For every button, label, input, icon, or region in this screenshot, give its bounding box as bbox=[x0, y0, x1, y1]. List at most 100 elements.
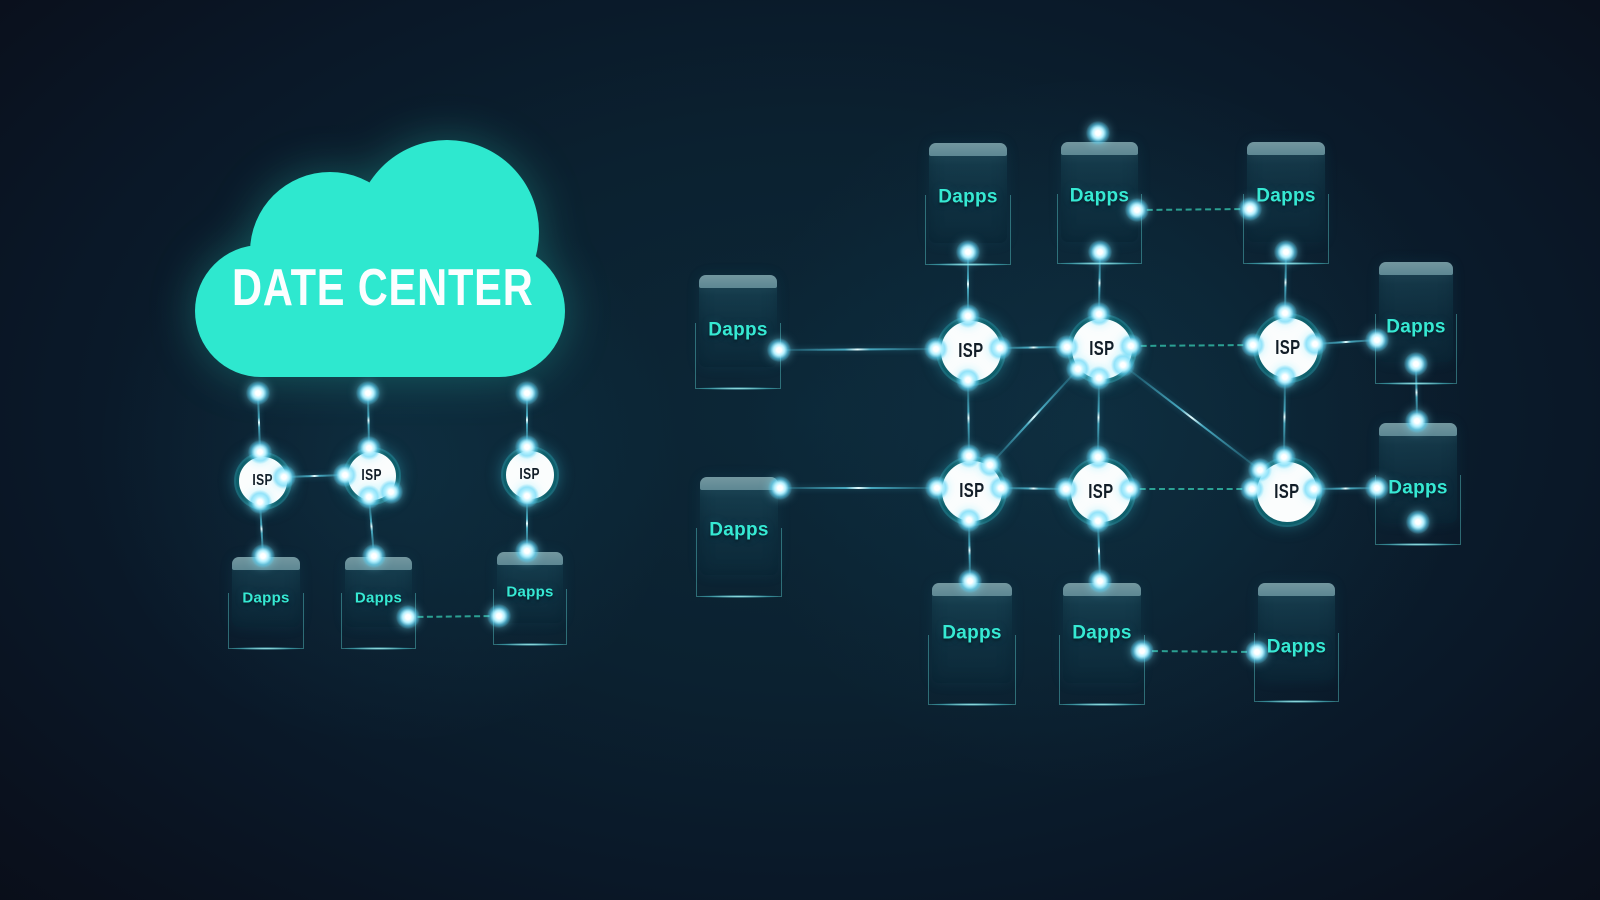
dapps-server-body bbox=[700, 477, 778, 575]
data-center-cloud: DATE CENTER bbox=[195, 140, 565, 377]
glow-dot bbox=[925, 476, 949, 500]
glow-dot bbox=[978, 453, 1002, 477]
glow-dot bbox=[1273, 365, 1297, 389]
glow-dot bbox=[1055, 335, 1079, 359]
isp-label: ISP bbox=[1089, 338, 1115, 360]
dapps-label: Dapps bbox=[942, 622, 1002, 644]
glow-dot bbox=[1086, 445, 1110, 469]
dapps-server-topbar bbox=[1247, 142, 1325, 155]
connection-line bbox=[780, 487, 937, 489]
isp-label: ISP bbox=[252, 472, 274, 489]
glow-dot bbox=[767, 338, 791, 362]
dapps-label: Dapps bbox=[1386, 316, 1446, 338]
glow-dot bbox=[1066, 357, 1090, 381]
dapps-label: Dapps bbox=[1388, 477, 1448, 499]
glow-dot bbox=[487, 604, 511, 628]
dapps-server-body bbox=[1063, 583, 1141, 683]
glow-dot bbox=[251, 544, 275, 568]
dapps-server: Dapps bbox=[928, 583, 1016, 706]
dapps-server-body bbox=[1247, 142, 1325, 242]
glow-dot bbox=[515, 539, 539, 563]
glow-dot bbox=[958, 569, 982, 593]
dapps-server: Dapps bbox=[1057, 142, 1142, 265]
glow-dot bbox=[362, 544, 386, 568]
connection-line bbox=[1122, 364, 1261, 471]
glow-dot bbox=[957, 444, 981, 468]
glow-dot bbox=[1086, 509, 1110, 533]
dapps-server: Dapps bbox=[1375, 262, 1457, 385]
dapps-server-body bbox=[1061, 142, 1138, 242]
glow-dot bbox=[357, 436, 381, 460]
dapps-server: Dapps bbox=[1375, 423, 1461, 546]
glow-dot bbox=[1303, 332, 1327, 356]
dapps-label: Dapps bbox=[1266, 636, 1327, 658]
glow-dot bbox=[1087, 366, 1111, 390]
dashed-connection-line bbox=[1141, 650, 1258, 653]
glow-dot bbox=[1245, 640, 1269, 664]
glow-dot bbox=[515, 435, 539, 459]
dapps-label: Dapps bbox=[1069, 185, 1130, 207]
glow-dot bbox=[333, 463, 357, 487]
glow-dot bbox=[1241, 333, 1265, 357]
dapps-label: Dapps bbox=[938, 186, 998, 208]
dapps-server-outline bbox=[925, 195, 1011, 266]
dashed-connection-line bbox=[1136, 208, 1251, 211]
dapps-server-topbar bbox=[699, 275, 777, 288]
dapps-server-outline bbox=[928, 635, 1016, 706]
isp-label: ISP bbox=[519, 466, 541, 483]
dapps-server-body bbox=[699, 275, 777, 367]
dapps-server: Dapps bbox=[1254, 583, 1339, 703]
glow-dot bbox=[956, 240, 980, 264]
glow-dot bbox=[1273, 301, 1297, 325]
glow-dot bbox=[988, 336, 1012, 360]
glow-dot bbox=[396, 605, 420, 629]
dapps-label: Dapps bbox=[709, 519, 769, 541]
glow-dot bbox=[957, 508, 981, 532]
glow-dot bbox=[1118, 477, 1142, 501]
glow-dot bbox=[1302, 477, 1326, 501]
dapps-server-body bbox=[1258, 583, 1335, 680]
glow-dot bbox=[1130, 639, 1154, 663]
isp-label: ISP bbox=[1274, 481, 1300, 503]
data-center-label: DATE CENTER bbox=[232, 259, 534, 317]
glow-dot bbox=[357, 485, 381, 509]
dapps-server-outline bbox=[1059, 635, 1145, 706]
dapps-server: Dapps bbox=[1243, 142, 1329, 265]
glow-dot bbox=[248, 440, 272, 464]
dapps-server-topbar bbox=[700, 477, 778, 490]
glow-dot bbox=[1248, 458, 1272, 482]
glow-dot bbox=[1405, 409, 1429, 433]
isp-label: ISP bbox=[1275, 337, 1301, 359]
dapps-label: Dapps bbox=[506, 583, 554, 601]
glow-dot bbox=[956, 304, 980, 328]
glow-dot bbox=[768, 476, 792, 500]
glow-dot bbox=[1087, 302, 1111, 326]
dapps-label: Dapps bbox=[1072, 622, 1132, 644]
isp-label: ISP bbox=[958, 340, 984, 362]
glow-dot bbox=[989, 476, 1013, 500]
cloud-base bbox=[195, 245, 565, 377]
dapps-server-topbar bbox=[1379, 262, 1453, 275]
glow-dot bbox=[272, 465, 296, 489]
glow-dot bbox=[1086, 121, 1110, 145]
dashed-connection-line bbox=[1130, 344, 1254, 347]
glow-dot bbox=[1054, 477, 1078, 501]
connection-line bbox=[778, 348, 937, 351]
glow-dot bbox=[924, 337, 948, 361]
dapps-server-topbar bbox=[1061, 142, 1138, 155]
dapps-server: Dapps bbox=[341, 557, 416, 650]
glow-dot bbox=[356, 381, 380, 405]
glow-dot bbox=[956, 368, 980, 392]
dapps-label: Dapps bbox=[1256, 185, 1316, 207]
dapps-label: Dapps bbox=[708, 319, 768, 341]
isp-label: ISP bbox=[1088, 481, 1114, 503]
dapps-server-outline bbox=[228, 593, 304, 650]
dapps-server-outline bbox=[696, 527, 782, 599]
dapps-server-outline bbox=[1254, 633, 1339, 703]
dapps-server: Dapps bbox=[925, 143, 1011, 266]
dapps-server-topbar bbox=[929, 143, 1007, 156]
dapps-label: Dapps bbox=[354, 589, 403, 607]
glow-dot bbox=[515, 381, 539, 405]
